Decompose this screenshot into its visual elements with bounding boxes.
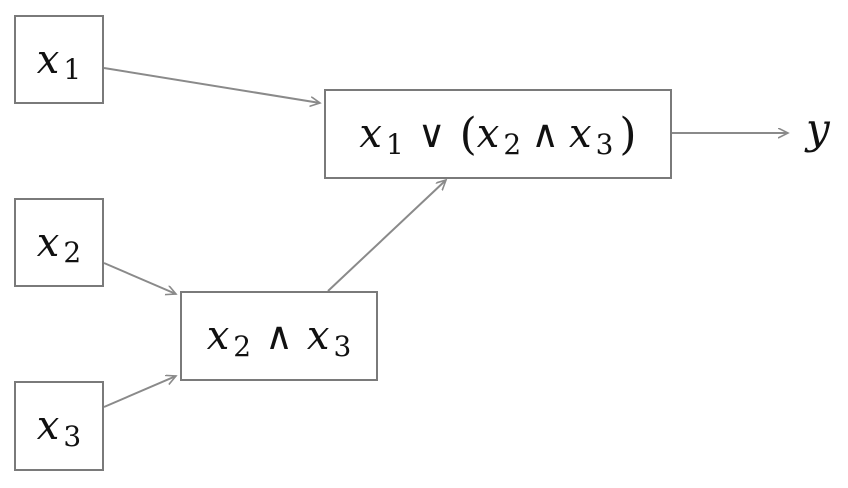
input-x2-var: x [36, 219, 60, 266]
or-b-var: x [476, 111, 500, 157]
and-operator: ∧ [265, 314, 293, 358]
input-x2-sub: 2 [63, 236, 82, 269]
or-operator: ∨ [417, 112, 446, 156]
input-x1-sub: 1 [63, 53, 82, 86]
edge-and-to-or [327, 180, 446, 292]
or-c-sub: 3 [595, 127, 614, 161]
and-a-sub: 2 [233, 329, 252, 363]
and-b-var: x [306, 313, 330, 359]
input-x3-var: x [36, 403, 60, 449]
and-a-var: x [206, 313, 230, 359]
and-b-sub: 3 [333, 329, 352, 363]
or-a-var: x [359, 111, 382, 157]
or-left-paren: ( [459, 108, 477, 160]
or-a-sub: 1 [385, 127, 404, 161]
edge-x3-to-and [103, 376, 176, 408]
edge-x2-to-and [103, 262, 176, 294]
output-label: y [806, 104, 830, 153]
or-c-var: x [569, 111, 592, 157]
or-b-sub: 2 [503, 127, 522, 161]
input-x1-var: x [36, 36, 60, 83]
edge-x1-to-or [103, 67, 320, 103]
or-right-paren: ) [619, 108, 637, 160]
input-x3-sub: 3 [63, 419, 82, 453]
or-inner-and-operator: ∧ [531, 112, 560, 156]
